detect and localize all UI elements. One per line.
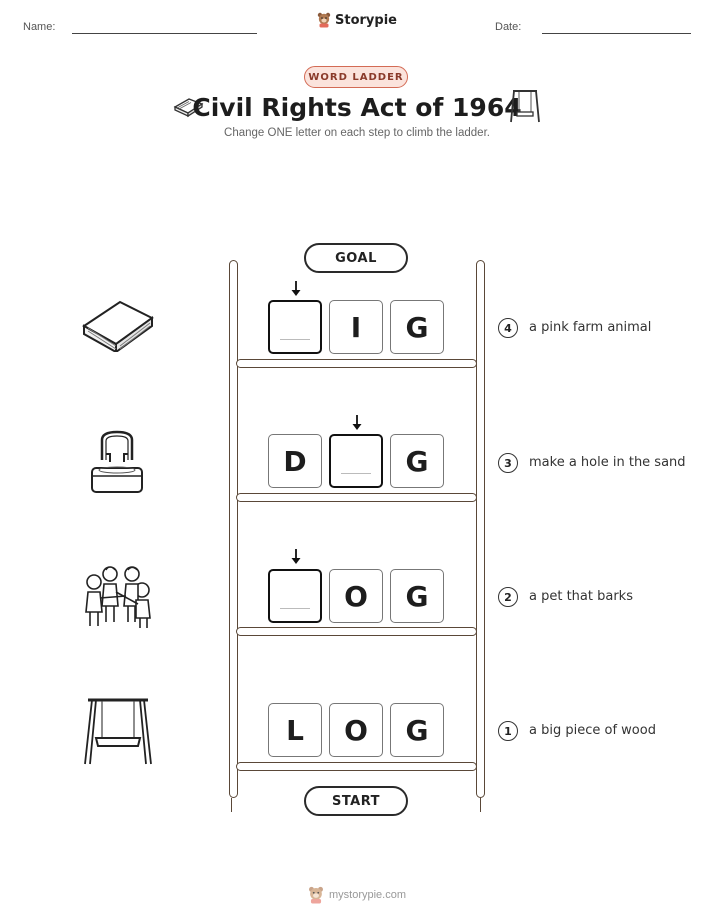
letter-tile: D [268, 434, 322, 488]
ladder-right-rail [476, 260, 485, 798]
goal-label: GOAL [304, 243, 408, 273]
bear-mascot-icon [317, 12, 331, 28]
children-group-icon [85, 566, 151, 628]
letter-tile: G [390, 300, 444, 354]
step-clue: make a hole in the sand [529, 455, 686, 470]
book-icon [82, 300, 154, 352]
title-swing-icon [510, 90, 540, 123]
letter-tile: G [390, 703, 444, 757]
date-label: Date: [495, 21, 522, 33]
ladder-rung [236, 493, 477, 502]
ladder-rung [236, 762, 477, 771]
ladder-rung [236, 627, 477, 636]
letter-tile: O [329, 569, 383, 623]
instructions: Change ONE letter on each step to climb … [224, 127, 490, 139]
word-ladder-badge: WORD LADDER [304, 66, 408, 88]
brand-logo: Storypie [0, 12, 714, 28]
letter-input-tile[interactable] [268, 300, 322, 354]
step-number: 2 [498, 587, 518, 607]
swing-icon [84, 698, 152, 765]
letter-tile: I [329, 300, 383, 354]
footer-site: mystorypie.com [328, 889, 407, 901]
footer: mystorypie.com [0, 886, 714, 904]
ladder-rung [236, 359, 477, 368]
name-field[interactable] [72, 33, 257, 34]
date-field[interactable] [542, 33, 691, 34]
step-clue: a pet that barks [529, 589, 633, 604]
bear-mascot-icon [309, 886, 323, 904]
title-book-icon [173, 98, 204, 118]
letter-input-tile[interactable] [329, 434, 383, 488]
page-title: Civil Rights Act of 1964 [192, 93, 522, 122]
ladder-left-rail [229, 260, 238, 798]
step-number: 1 [498, 721, 518, 741]
arrow-down-icon [352, 415, 362, 430]
name-label: Name: [23, 21, 56, 33]
step-clue: a big piece of wood [529, 723, 656, 738]
brand-name: Storypie [335, 12, 397, 28]
start-label: START [304, 786, 408, 816]
ladder-left-foot [231, 798, 232, 812]
letter-tile: O [329, 703, 383, 757]
arrow-down-icon [291, 549, 301, 564]
water-fountain-icon [91, 430, 143, 493]
letter-tile: L [268, 703, 322, 757]
arrow-down-icon [291, 281, 301, 296]
letter-tile: G [390, 434, 444, 488]
step-number: 4 [498, 318, 518, 338]
letter-tile: G [390, 569, 444, 623]
ladder-right-foot [480, 798, 481, 812]
letter-input-tile[interactable] [268, 569, 322, 623]
step-number: 3 [498, 453, 518, 473]
step-clue: a pink farm animal [529, 320, 652, 335]
